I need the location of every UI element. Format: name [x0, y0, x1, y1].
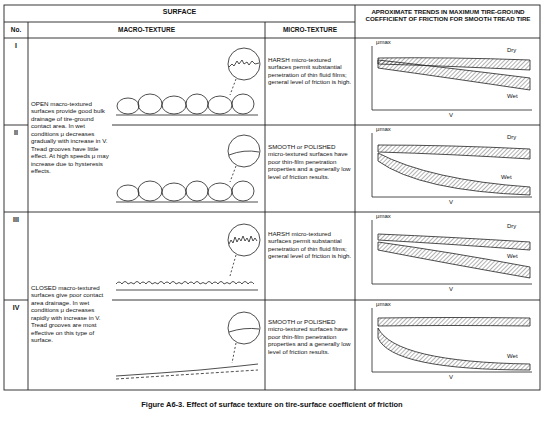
row-number: III: [4, 216, 28, 224]
micro-description: SMOOTH or POLISHED micro-textured surfac…: [268, 318, 353, 355]
row-number: IV: [4, 304, 28, 312]
axis-label: μmax: [375, 39, 392, 46]
curve-label: Dry: [506, 134, 517, 141]
axis-label: μmax: [375, 301, 392, 308]
micro-description: SMOOTH or POLISHED micro-textured surfac…: [268, 143, 353, 180]
header-cell: No.: [4, 26, 28, 34]
figure-caption: Figure A6-3. Effect of surface texture o…: [4, 400, 540, 409]
axis-label: V: [448, 374, 454, 381]
curve-label: Wet: [500, 174, 513, 181]
header-cell: MICRO-TEXTURE: [265, 26, 355, 34]
axis-label: V: [448, 199, 454, 206]
macro-description: OPEN macro-textured surfaces provide goo…: [31, 100, 110, 174]
macro-description: CLOSED macro-textured surfaces give poor…: [31, 284, 110, 344]
row-number: I: [4, 42, 28, 50]
micro-description: HARSH micro-textured surfaces permit sub…: [268, 230, 353, 260]
axis-label: μmax: [375, 213, 392, 220]
axis-label: V: [448, 286, 454, 293]
axis-label: μmax: [375, 126, 392, 133]
micro-description: HARSH micro-textured surfaces permit sub…: [268, 56, 353, 86]
curve-label: Wet: [506, 93, 519, 100]
header-cell: APROXIMATE TRENDS IN MAXIMUM TIRE-GROUND…: [358, 8, 538, 23]
curve-label: Dry: [506, 223, 517, 230]
axis-label: V: [448, 112, 454, 119]
header-cell: MACRO-TEXTURE: [28, 26, 265, 34]
row-number: II: [4, 129, 28, 137]
curve-label: Wet: [506, 253, 519, 260]
curve-label: Dry: [506, 47, 517, 54]
header-cell: SURFACE: [4, 8, 355, 16]
curve-label: Wet: [506, 353, 519, 360]
